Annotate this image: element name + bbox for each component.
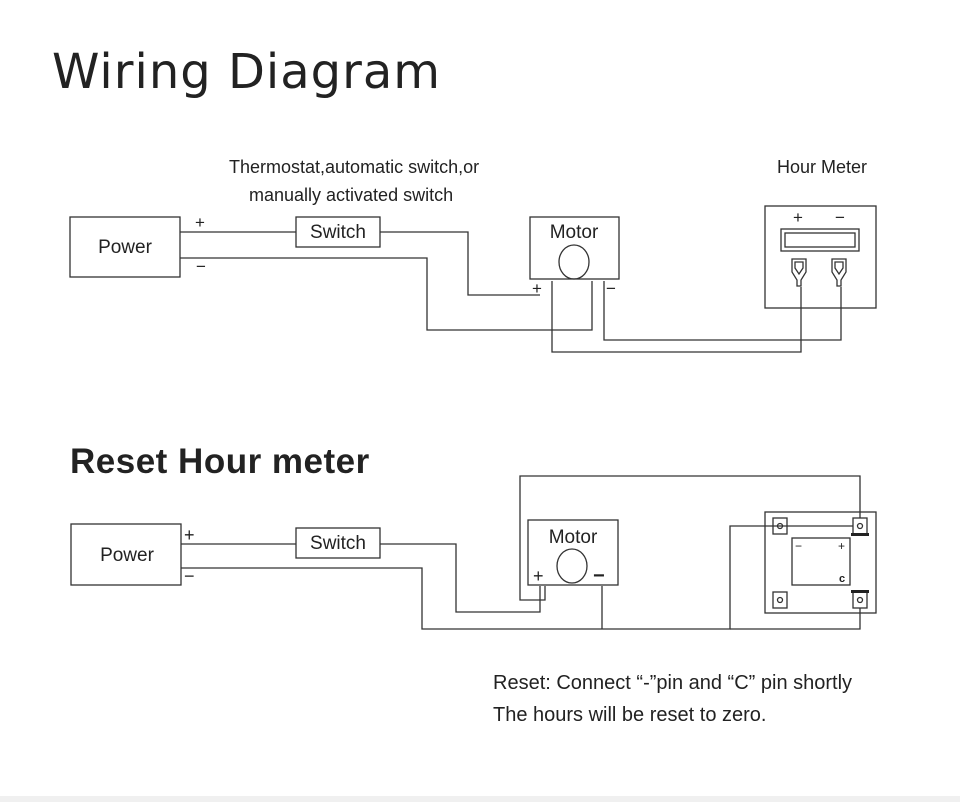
top-power-box (69, 216, 181, 278)
bottom-power-minus-sign: − (184, 566, 195, 586)
bottom-meter-minus-sign: − (795, 539, 802, 553)
bottom-hour-meter-display (791, 537, 851, 586)
top-switch-label: Switch (310, 222, 366, 243)
bottom-meter-terminal-tr (852, 517, 868, 535)
top-meter-plus-sign: + (793, 208, 803, 227)
bottom-power-label: Power (100, 545, 155, 566)
top-hour-meter-display-inner (784, 232, 856, 248)
top-meter-minus-sign: − (835, 208, 845, 227)
top-power-label: Power (98, 237, 153, 258)
bottom-power-plus-sign: + (184, 525, 195, 545)
wiring-diagram-title: Wiring Diagram (52, 44, 442, 100)
top-wire-power-minus (180, 257, 593, 331)
top-motor-label: Motor (550, 222, 599, 243)
bottom-hour-meter-box (764, 511, 877, 614)
bottom-motor-plus-sign: + (533, 566, 544, 586)
top-hour-meter-display (780, 228, 860, 252)
switch-description-line2: manually activated switch (249, 185, 454, 205)
bottom-meter-terminal-bl (772, 591, 788, 609)
bottom-motor-box (527, 519, 619, 586)
top-motor-plus-sign: + (532, 279, 542, 298)
bottom-motor-symbol (556, 548, 588, 584)
bottom-meter-terminal-bar-top (851, 533, 869, 536)
top-meter-terminal-minus (831, 258, 847, 287)
bottom-wire-switch-motor (380, 543, 541, 613)
bottom-switch-label: Switch (310, 533, 366, 554)
footer-divider (0, 796, 960, 802)
bottom-motor-minus-sign: − (593, 565, 605, 587)
bottom-wire-power-minus (181, 525, 853, 630)
top-motor-symbol (558, 244, 590, 280)
bottom-wire-motor-plus-meter (519, 475, 861, 601)
top-wire-switch-motor (380, 231, 540, 296)
bottom-wire-meter-c (730, 608, 861, 630)
top-power-plus-sign: + (195, 213, 205, 232)
switch-description-line1: Thermostat,automatic switch,or (229, 157, 480, 177)
bottom-switch-box (295, 527, 381, 559)
reset-instruction-line1: Reset: Connect “-”pin and “C” pin shortl… (493, 672, 853, 694)
top-motor-minus-sign: − (606, 279, 616, 298)
bottom-meter-c-label: c (839, 573, 845, 585)
top-power-minus-sign: − (196, 257, 206, 276)
bottom-motor-label: Motor (549, 527, 598, 548)
bottom-meter-plus-sign: + (838, 539, 845, 553)
top-meter-terminal-plus (791, 258, 807, 287)
bottom-meter-terminal-bar-bottom (851, 590, 869, 593)
bottom-power-box (70, 523, 182, 586)
top-hour-meter-box (764, 205, 877, 309)
top-wire-motor-plus-meter (551, 281, 802, 353)
top-wire-motor-minus-meter (603, 281, 842, 341)
reset-hour-meter-title: Reset Hour meter (70, 442, 370, 481)
bottom-meter-terminal-br (852, 591, 868, 609)
hour-meter-label: Hour Meter (777, 157, 868, 177)
reset-instruction-line2: The hours will be reset to zero. (493, 704, 767, 726)
